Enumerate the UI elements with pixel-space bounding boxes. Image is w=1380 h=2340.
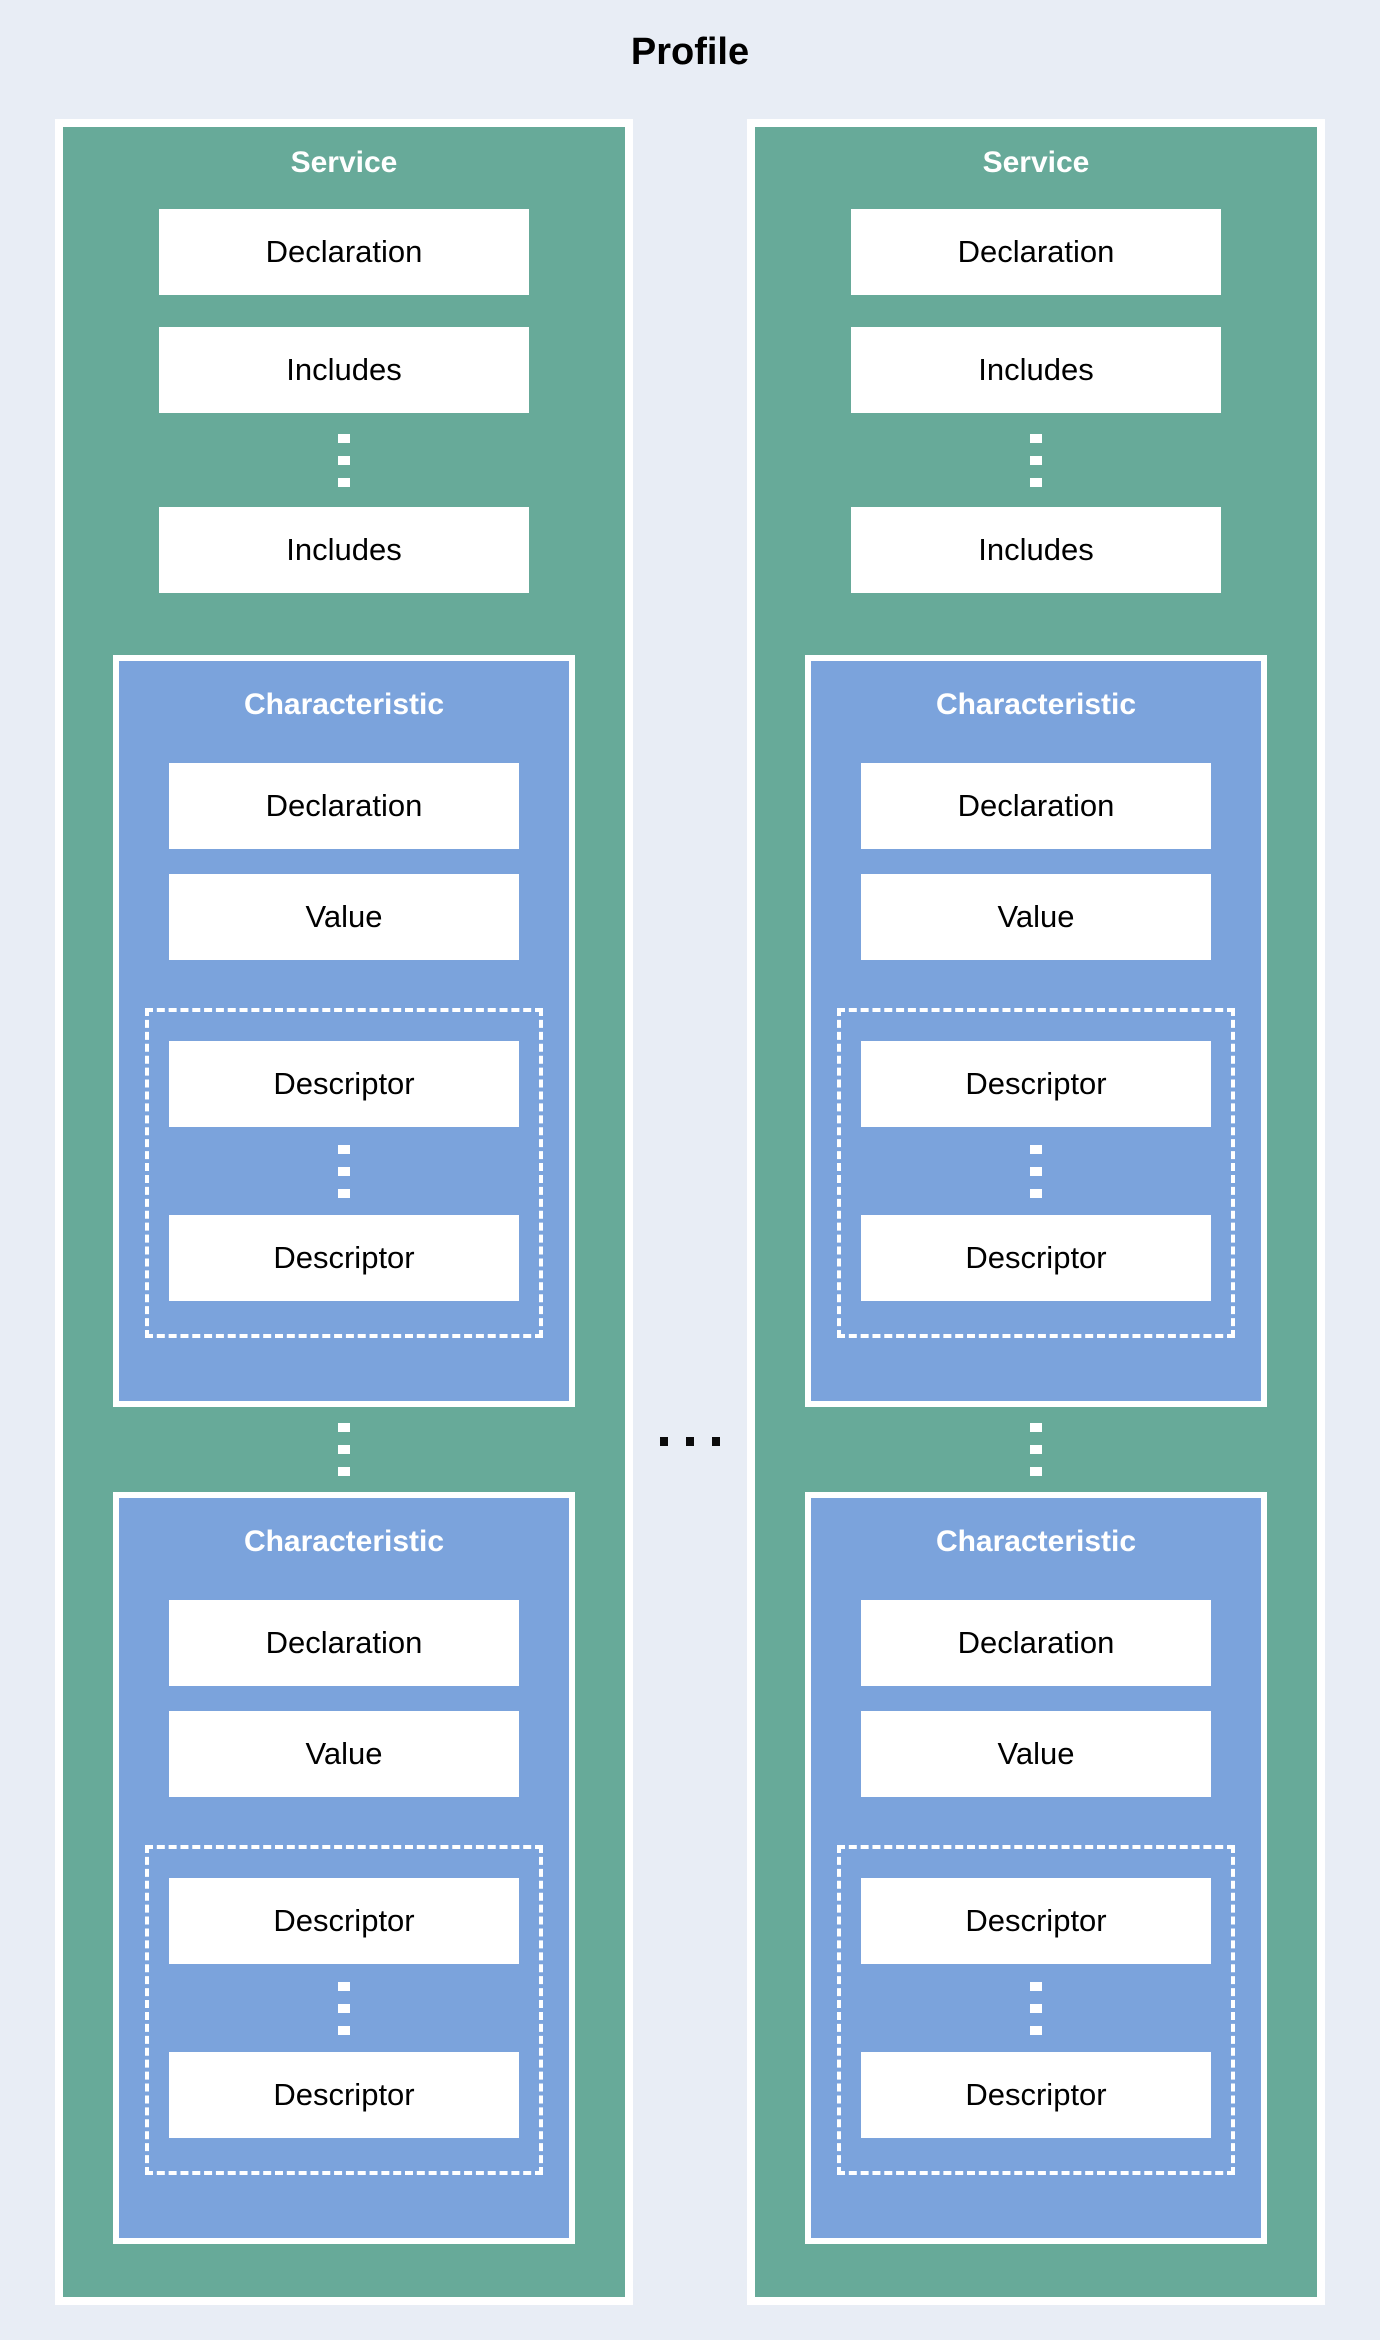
- vertical-ellipsis-icon: [338, 413, 350, 507]
- includes-box-last: Includes: [851, 507, 1221, 593]
- service-box-left: Service Declaration Includes Includes Ch…: [55, 119, 633, 2305]
- value-box: Value: [861, 874, 1211, 960]
- vertical-ellipsis-icon: [1030, 413, 1042, 507]
- declaration-box: Declaration: [861, 763, 1211, 849]
- includes-box-first: Includes: [159, 327, 529, 413]
- vertical-ellipsis-icon: [1030, 1407, 1042, 1492]
- descriptor-group: Descriptor Descriptor: [837, 1845, 1235, 2175]
- includes-box-first: Includes: [851, 327, 1221, 413]
- value-box: Value: [169, 1711, 519, 1797]
- declaration-box: Declaration: [159, 209, 529, 295]
- vertical-ellipsis-icon: [338, 1964, 350, 2052]
- vertical-ellipsis-icon: [338, 1127, 350, 1215]
- horizontal-ellipsis-icon: [0, 1437, 1380, 1446]
- descriptor-box-last: Descriptor: [861, 2052, 1211, 2138]
- value-box: Value: [169, 874, 519, 960]
- characteristic-header-label: Characteristic: [935, 688, 1137, 721]
- characteristic-header-label: Characteristic: [935, 1525, 1137, 1558]
- vertical-ellipsis-icon: [1030, 1127, 1042, 1215]
- includes-box-last: Includes: [159, 507, 529, 593]
- characteristic-box-first: Characteristic Declaration Value Descrip…: [805, 655, 1267, 1407]
- value-box: Value: [861, 1711, 1211, 1797]
- service-header-label: Service: [290, 146, 398, 179]
- service-box-right: Service Declaration Includes Includes Ch…: [747, 119, 1325, 2305]
- descriptor-box-first: Descriptor: [169, 1041, 519, 1127]
- characteristic-box-last: Characteristic Declaration Value Descrip…: [805, 1492, 1267, 2244]
- characteristic-header-label: Characteristic: [243, 1525, 445, 1558]
- descriptor-box-last: Descriptor: [861, 1215, 1211, 1301]
- descriptor-box-first: Descriptor: [861, 1878, 1211, 1964]
- declaration-box: Declaration: [169, 763, 519, 849]
- characteristic-box-last: Characteristic Declaration Value Descrip…: [113, 1492, 575, 2244]
- descriptor-box-first: Descriptor: [861, 1041, 1211, 1127]
- service-header-label: Service: [982, 146, 1090, 179]
- descriptor-box-first: Descriptor: [169, 1878, 519, 1964]
- vertical-ellipsis-icon: [338, 1407, 350, 1492]
- characteristic-header-label: Characteristic: [243, 688, 445, 721]
- descriptor-group: Descriptor Descriptor: [837, 1008, 1235, 1338]
- declaration-box: Declaration: [169, 1600, 519, 1686]
- vertical-ellipsis-icon: [1030, 1964, 1042, 2052]
- descriptor-box-last: Descriptor: [169, 1215, 519, 1301]
- declaration-box: Declaration: [861, 1600, 1211, 1686]
- descriptor-box-last: Descriptor: [169, 2052, 519, 2138]
- page-title: Profile: [630, 31, 750, 73]
- characteristic-box-first: Characteristic Declaration Value Descrip…: [113, 655, 575, 1407]
- descriptor-group: Descriptor Descriptor: [145, 1845, 543, 2175]
- declaration-box: Declaration: [851, 209, 1221, 295]
- descriptor-group: Descriptor Descriptor: [145, 1008, 543, 1338]
